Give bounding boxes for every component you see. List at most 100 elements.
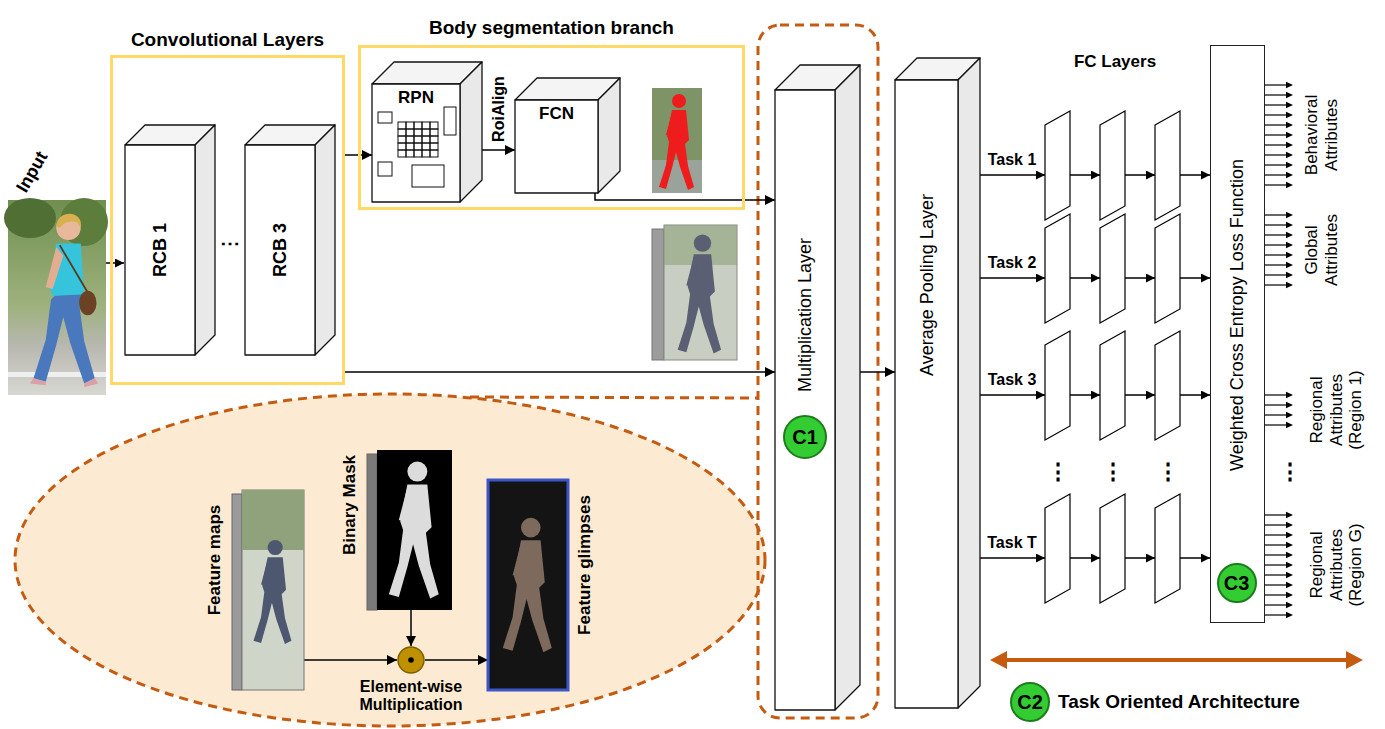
- fc-arrows: [980, 557, 1045, 559]
- fc-arrows: [1070, 557, 1100, 559]
- fc-layer-slabs: [1045, 111, 1180, 603]
- arrow-connector: [860, 371, 895, 373]
- output-arrows: [1265, 80, 1295, 190]
- feature-map-thumbnail: [652, 229, 664, 360]
- input-photo: [60, 245, 88, 292]
- fc-layer-slabs: [1100, 494, 1125, 603]
- container-box: Convolutional LayersRCB 1RCB 3: [110, 55, 345, 385]
- input-photo: [4, 198, 56, 238]
- output-arrows: [1265, 210, 1295, 290]
- input-label: Input: [12, 148, 52, 196]
- span-double-arrow: [1004, 658, 1349, 662]
- task-label: Task T: [987, 534, 1037, 552]
- task-label: Task 3: [988, 371, 1037, 389]
- arrow-connector: [345, 371, 775, 373]
- fc-arrows: [1125, 277, 1155, 279]
- fc-arrows: [980, 175, 1210, 558]
- output-arrows: [1265, 510, 1295, 620]
- ellipsis: ⋯: [220, 232, 240, 255]
- input-photo: [4, 198, 108, 395]
- feature-map-image-outline: [488, 480, 568, 690]
- output-label: Regional Attributes (Region 1): [1307, 364, 1366, 456]
- feature-map-thumbnail: [652, 225, 737, 360]
- arrow-connector: [345, 154, 372, 156]
- layer-block: RPN: [372, 62, 482, 202]
- layer-name: FCN: [539, 104, 574, 124]
- layer-block-outline: [515, 78, 620, 193]
- fc-arrows: [1180, 557, 1210, 559]
- fc-arrows: [1180, 174, 1210, 176]
- arrow-connector: [595, 193, 775, 200]
- layer-block: RCB 1: [125, 125, 215, 355]
- layer-block: Multiplication LayerC1: [775, 65, 860, 710]
- layer-name: Weighted Cross Entropy Loss Function: [1227, 159, 1248, 471]
- badge-label: C3: [1224, 571, 1250, 594]
- badge-label: C1: [792, 426, 818, 449]
- arrow-connector: [410, 610, 412, 646]
- ellipsis: ⋮: [1157, 459, 1179, 484]
- arrow-connector: [482, 149, 515, 151]
- group-heading: Body segmentation branch: [429, 17, 674, 39]
- layer-name: Average Pooling Layer: [916, 194, 937, 376]
- input-photo: [46, 247, 64, 289]
- output-label: Global Attributes: [1302, 205, 1341, 295]
- fc-layer-slabs: [1155, 111, 1180, 220]
- fc-layer-slabs: [1045, 331, 1070, 440]
- fc-layer-slabs: [1100, 111, 1125, 220]
- span-double-arrow: [990, 651, 1363, 669]
- container-box: Body segmentation branchRPNFCN: [358, 45, 745, 210]
- ellipsis: ⋮: [1047, 459, 1069, 484]
- layer-block: Average Pooling Layer: [895, 58, 980, 708]
- fc-layer-slabs: [1045, 111, 1070, 220]
- fc-layer-slabs: [1045, 214, 1070, 323]
- segmentation-output-image: [652, 160, 702, 193]
- task-label: Task 2: [988, 254, 1037, 272]
- fc-arrows: [1070, 174, 1100, 176]
- layer-block-outline: [775, 65, 860, 710]
- input-arrow: [106, 262, 124, 264]
- mask-image-outline: [367, 450, 452, 610]
- loss-box: Weighted Cross Entropy Loss FunctionC3: [1210, 45, 1265, 623]
- task-label: Task 1: [988, 151, 1037, 169]
- output-arrows: [1265, 390, 1295, 430]
- fc-layer-slabs: [1155, 331, 1180, 440]
- annotation: Task Oriented Architecture: [1058, 691, 1300, 713]
- segmentation-output-image: [652, 88, 702, 193]
- fc-arrows: [1070, 277, 1100, 279]
- input-photo: [30, 378, 98, 387]
- edge-label: RoiAlign: [489, 76, 507, 142]
- badge-circle: C3: [1217, 563, 1257, 603]
- badge-circle: C1: [783, 415, 827, 459]
- feature-map-thumbnail: [678, 234, 721, 353]
- layer-block-outline: [245, 125, 335, 355]
- fc-arrows: [980, 277, 1045, 279]
- fc-arrows: [1180, 277, 1210, 279]
- span-double-arrow: [1346, 651, 1363, 669]
- input-photo: [30, 214, 98, 387]
- arrow-connector: [304, 659, 397, 661]
- fc-arrows: [980, 174, 1045, 176]
- ellipsis: ⋮: [1279, 459, 1301, 484]
- feature-map-image: Feature maps: [232, 490, 304, 690]
- segmentation-output-image: [659, 94, 694, 190]
- fc-layer-slabs: [1100, 331, 1125, 440]
- layer-block-outline: [895, 58, 980, 708]
- fc-arrows: [1125, 394, 1155, 396]
- fc-layer-slabs: [1045, 494, 1070, 603]
- badge-circle: C2: [1010, 682, 1050, 722]
- section-heading: FC Layers: [1074, 52, 1156, 72]
- layer-name: RCB 1: [150, 223, 171, 277]
- output-arrows: [1265, 80, 1295, 620]
- layer-block: FCN: [515, 78, 620, 193]
- fc-arrows: [1125, 174, 1155, 176]
- output-label: Behavioral Attributes: [1302, 85, 1341, 185]
- layer-name: Multiplication Layer: [795, 238, 816, 392]
- badge-label: C2: [1017, 691, 1043, 714]
- input-photo: [56, 214, 81, 228]
- arrow-connector: [425, 659, 488, 661]
- segmentation-output-image: [652, 88, 702, 193]
- operator-caption: Element-wise Multiplication: [346, 678, 476, 715]
- layer-name: RCB 3: [270, 223, 291, 277]
